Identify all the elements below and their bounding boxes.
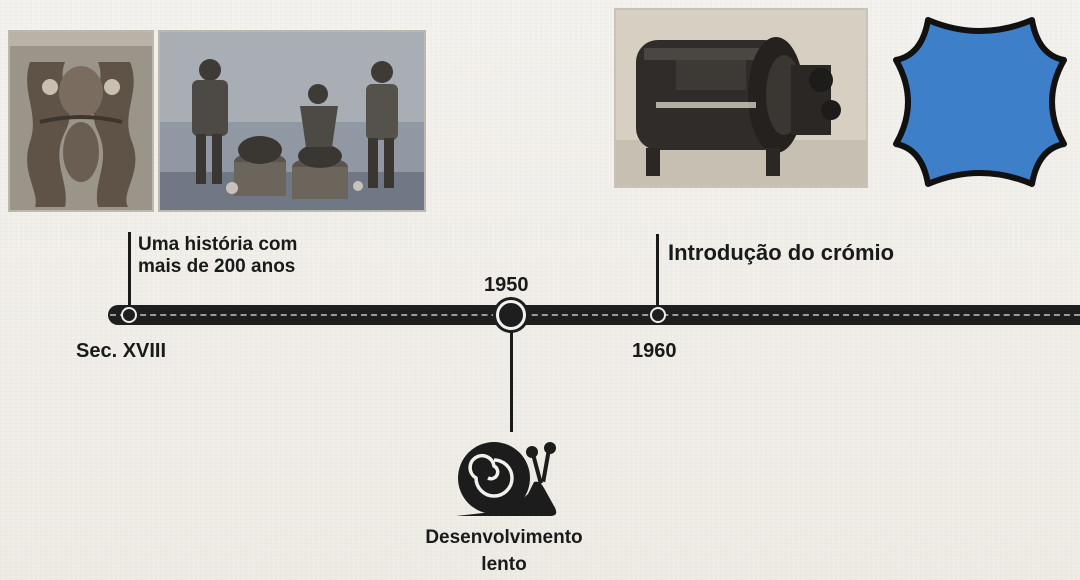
history-label: Uma história com mais de 200 anos [138,234,297,278]
timeline-dashes [110,314,1080,316]
dev-line-1: Desenvolvimento [425,527,583,548]
leather-hide-icon [888,10,1072,194]
tannery-workers-photo [158,30,426,212]
year-1950-label: 1950 [484,274,529,296]
timeline-node-1960 [650,307,666,323]
timeline-node-sec-xviii [121,307,137,323]
connector-1950 [510,332,513,432]
history-line-1: Uma história com [138,234,298,255]
timeline-node-1950 [496,300,526,330]
snail-icon [450,432,562,520]
connector-1960 [656,234,659,312]
ornate-carving-photo [8,30,154,212]
dev-line-2: lento [481,554,527,575]
tanning-drum-machine-photo [614,8,868,188]
connector-sec-xviii [128,232,131,312]
sec-xviii-label: Sec. XVIII [76,340,167,362]
history-line-2: mais de 200 anos [138,256,296,277]
year-1960-label: 1960 [632,340,677,362]
chrome-introduction-label: Introdução do crómio [668,240,895,265]
slow-development-label: Desenvolvimento lento [404,524,604,578]
